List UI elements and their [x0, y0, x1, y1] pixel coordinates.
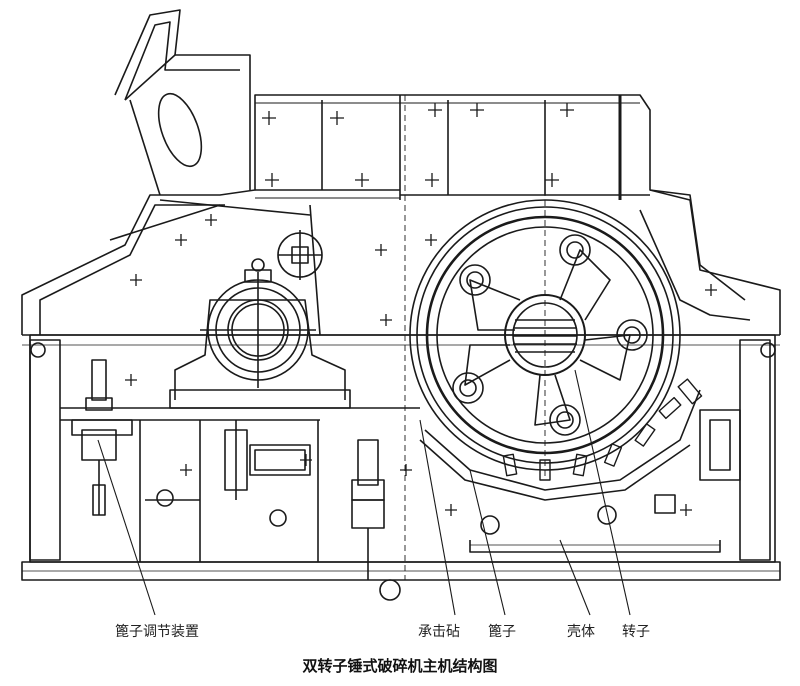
label-grate: 篦子 — [488, 624, 516, 640]
base-frame — [21, 334, 781, 581]
diagram-caption: 双转子锤式破碎机主机结构图 — [302, 657, 498, 675]
feed-hopper — [114, 9, 251, 196]
cage-adjuster-mechanism — [71, 359, 133, 516]
anvil-adjuster — [351, 439, 401, 601]
valve-wheel — [277, 230, 323, 280]
lower-housing — [469, 505, 721, 553]
centre-lines — [395, 95, 700, 580]
middle-adjuster — [156, 420, 311, 527]
bolt-markers — [125, 103, 717, 516]
label-housing: 壳体 — [567, 624, 595, 640]
leader-lines — [97, 369, 631, 616]
right-rotor — [409, 199, 703, 501]
outer-housing — [21, 94, 781, 336]
left-rotor-bearing — [169, 258, 351, 409]
right-supports — [29, 339, 776, 561]
label-cage-adjuster: 篦子调节装置 — [115, 624, 199, 640]
label-impact-anvil: 承击砧 — [418, 624, 460, 640]
label-rotor: 转子 — [622, 624, 650, 640]
